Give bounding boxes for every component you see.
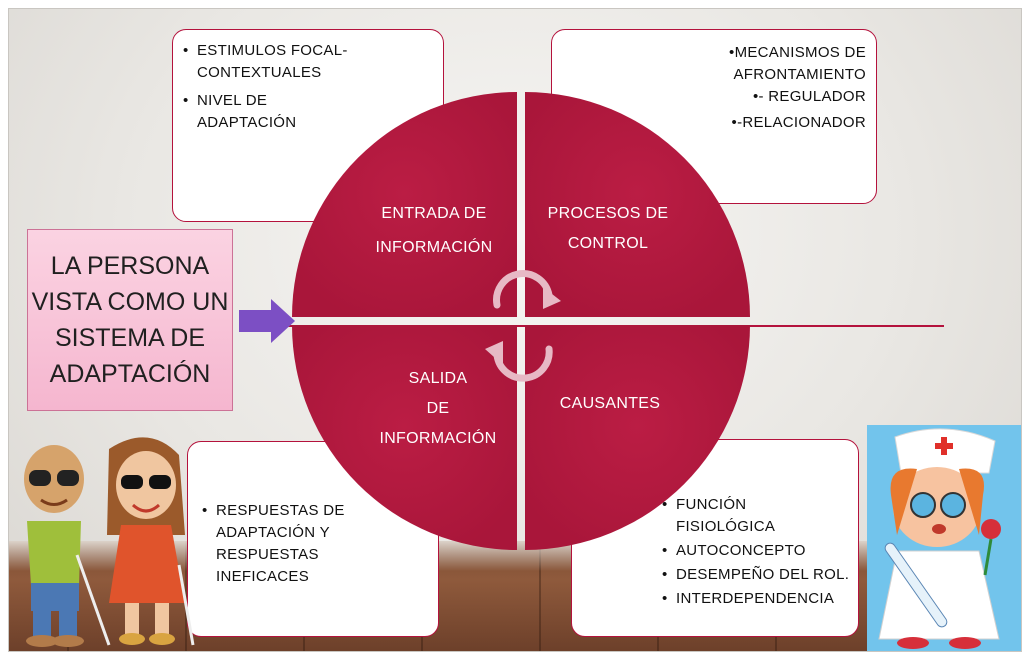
- quadrant-bottom-left: [292, 325, 517, 550]
- cycle-arrows-icon: [485, 270, 561, 382]
- quadrant-top-left: [292, 92, 517, 317]
- children-illustration: [24, 437, 195, 647]
- quadrant-top-right: [525, 92, 750, 317]
- quadrant-label-salida: SALIDA DE INFORMACIÓN: [379, 370, 497, 447]
- list-item: •INTERDEPENDENCIA: [662, 590, 835, 607]
- quadrant-label-procesos: PROCESOS DE CONTROL: [547, 205, 669, 252]
- slide: •ESTIMULOS FOCAL-CONTEXTUALES •NIVEL DE …: [8, 8, 1022, 652]
- list-item: •NIVEL DE ADAPTACIÓN: [183, 92, 297, 131]
- box-bottom-right: •FUNCIÓN FISIOLÓGICA •AUTOCONCEPTO •DESE…: [571, 439, 859, 637]
- list-item: •ESTIMULOS FOCAL-CONTEXTUALES: [183, 42, 348, 81]
- list-item: •MECANISMOS DE AFRONTAMIENTO: [729, 44, 866, 83]
- nurse-illustration: [878, 428, 1001, 649]
- list-item: •-RELACIONADOR: [731, 114, 866, 131]
- list-item: •- REGULADOR: [752, 88, 866, 105]
- persona-title: LA PERSONA VISTA COMO UN SISTEMA DE ADAP…: [31, 252, 229, 388]
- quadrant-label-entrada: ENTRADA DE INFORMACIÓN: [375, 205, 493, 256]
- list-item: •FUNCIÓN FISIOLÓGICA: [662, 496, 776, 535]
- persona-title-box: LA PERSONA VISTA COMO UN SISTEMA DE ADAP…: [27, 229, 233, 411]
- cycle-diagram: [239, 92, 944, 550]
- quadrant-label-causantes: CAUSANTES: [559, 395, 661, 412]
- list-item: •DESEMPEÑO DEL ROL.: [662, 566, 850, 583]
- list-item: •AUTOCONCEPTO: [662, 542, 806, 559]
- quadrant-bottom-right: [525, 325, 750, 550]
- list-item: •RESPUESTAS DE ADAPTACIÓN Y RESPUESTAS I…: [202, 502, 345, 585]
- right-arrow-icon: [239, 299, 295, 343]
